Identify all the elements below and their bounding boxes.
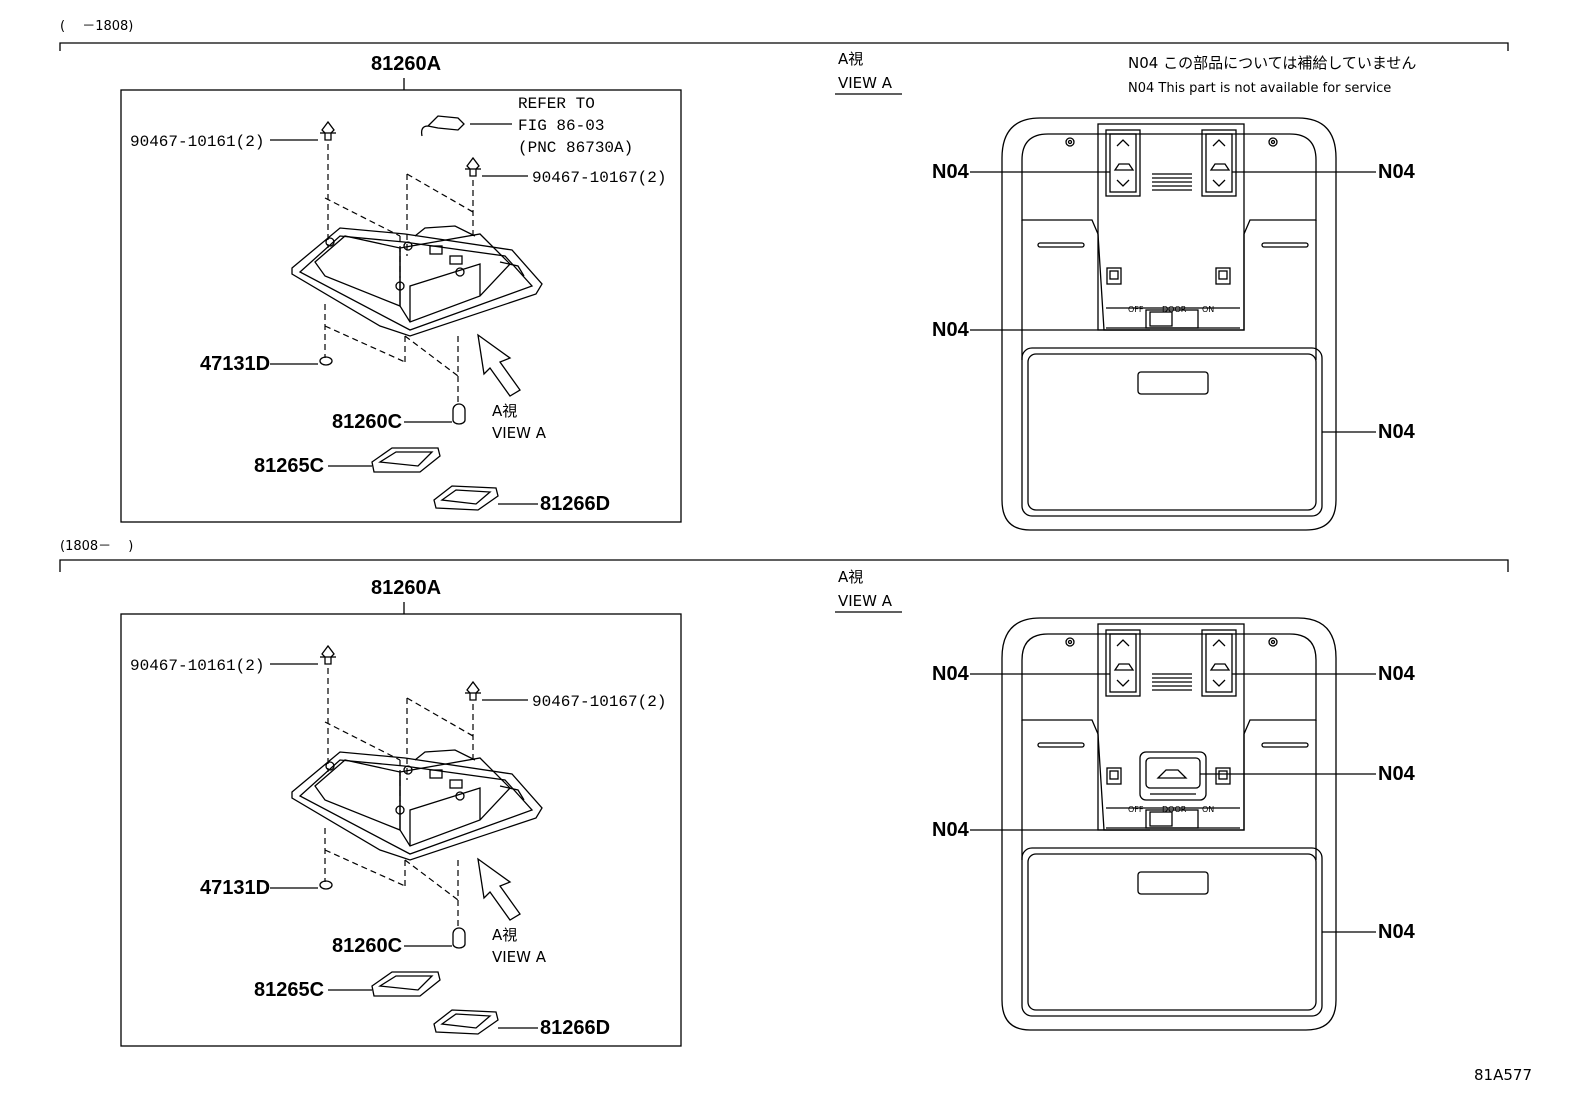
assembly-illustration <box>291 121 543 511</box>
clip-right-label: 90467-10167(2) <box>532 693 666 711</box>
console-view-illustration <box>1001 617 1337 1031</box>
callout-n04: N04 <box>932 819 970 841</box>
view-a-en: VIEW A <box>838 592 893 610</box>
lens-label: 47131D <box>200 877 270 899</box>
assembly-frame <box>120 613 682 1047</box>
main-part-label: 81260A <box>371 53 441 75</box>
switch-on-label: ON <box>1202 305 1214 314</box>
arrow-view-en: VIEW A <box>492 948 547 966</box>
switch-door-label: DOOR <box>1162 305 1187 314</box>
view-a-en: VIEW A <box>838 74 893 92</box>
refer-line-3: (PNC 86730A) <box>518 139 633 157</box>
callout-n04: N04 <box>1378 421 1416 443</box>
callout-n04: N04 <box>1378 161 1416 183</box>
callout-n04: N04 <box>1378 763 1416 785</box>
assembly-frame <box>120 89 682 523</box>
clip-left-label: 90467-10161(2) <box>130 133 264 151</box>
refer-line-2: FIG 86-03 <box>518 117 604 135</box>
bulb-label: 81260C <box>332 411 402 433</box>
switch-door-label: DOOR <box>1162 805 1187 814</box>
cover2-label: 81266D <box>540 1017 610 1039</box>
switch-off-label: OFF <box>1128 305 1144 314</box>
console-view-illustration <box>1001 117 1337 531</box>
arrow-view-jp: A視 <box>492 926 517 944</box>
cover1-label: 81265C <box>254 455 324 477</box>
assembly-illustration <box>291 645 543 1035</box>
harness-illustration <box>420 115 512 137</box>
callout-n04: N04 <box>1378 663 1416 685</box>
clip-left-label: 90467-10161(2) <box>130 657 264 675</box>
lens-label: 47131D <box>200 353 270 375</box>
section-1: ( －1808) 81260A REFER TO FIG 86-03 (PNC … <box>59 19 1509 531</box>
switch-off-label: OFF <box>1128 805 1144 814</box>
callout-n04: N04 <box>1378 921 1416 943</box>
date-range-label: ( －1808) <box>60 19 133 34</box>
main-part-label: 81260A <box>371 577 441 599</box>
callout-n04: N04 <box>932 663 970 685</box>
section-2: (1808－ ) 81260A 90467-10161(2) 90467-101… <box>59 539 1509 1047</box>
arrow-view-jp: A視 <box>492 402 517 420</box>
view-a-jp: A視 <box>838 50 863 68</box>
cover1-label: 81265C <box>254 979 324 1001</box>
cover2-label: 81266D <box>540 493 610 515</box>
callout-n04: N04 <box>932 319 970 341</box>
arrow-view-en: VIEW A <box>492 424 547 442</box>
figure-id: 81A577 <box>1474 1066 1532 1084</box>
callout-n04: N04 <box>932 161 970 183</box>
note-jp: N04 この部品については補給していません <box>1128 54 1416 72</box>
clip-right-label: 90467-10167(2) <box>532 169 666 187</box>
switch-on-label: ON <box>1202 805 1214 814</box>
view-a-jp: A視 <box>838 568 863 586</box>
refer-line-1: REFER TO <box>518 95 595 113</box>
bulb-label: 81260C <box>332 935 402 957</box>
note-en: N04 This part is not available for servi… <box>1128 81 1391 96</box>
date-range-label: (1808－ ) <box>60 539 133 554</box>
camera-module-illustration <box>1139 751 1207 801</box>
